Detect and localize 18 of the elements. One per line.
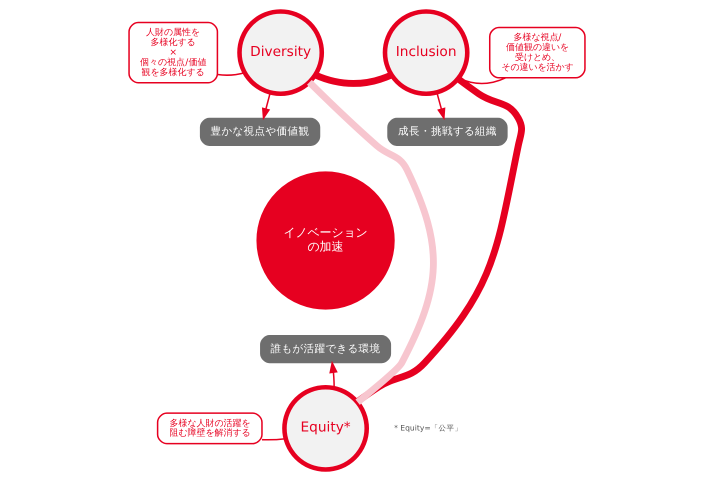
node-circle: Equity*: [282, 384, 369, 472]
node-box: 豊かな視点や価値観: [200, 118, 320, 146]
node-box: 多様な視点/価値観の違いを受けとめ、その違いを活かす: [488, 26, 586, 79]
node-box: 人財の属性を多様化する×個々の視点/価値観を多様化する: [128, 22, 218, 84]
node-circle: Inclusion: [382, 9, 470, 96]
connector: [314, 72, 393, 87]
connector: [262, 438, 286, 441]
arrow: [329, 360, 338, 388]
node-circle: Diversity: [237, 9, 324, 96]
connector: [307, 80, 437, 405]
arrow: [436, 92, 446, 120]
connector: [217, 72, 245, 76]
node-box: 成長・挑戦する組織: [387, 118, 508, 146]
label: * Equity=「公平」: [394, 423, 463, 432]
node-circle: イノベーションの加速: [253, 168, 398, 313]
node-box: 多様な人財の活躍を阻む障壁を解消する: [156, 412, 263, 444]
node-box: 誰もが活躍できる環境: [260, 335, 392, 364]
arrow: [262, 92, 272, 120]
